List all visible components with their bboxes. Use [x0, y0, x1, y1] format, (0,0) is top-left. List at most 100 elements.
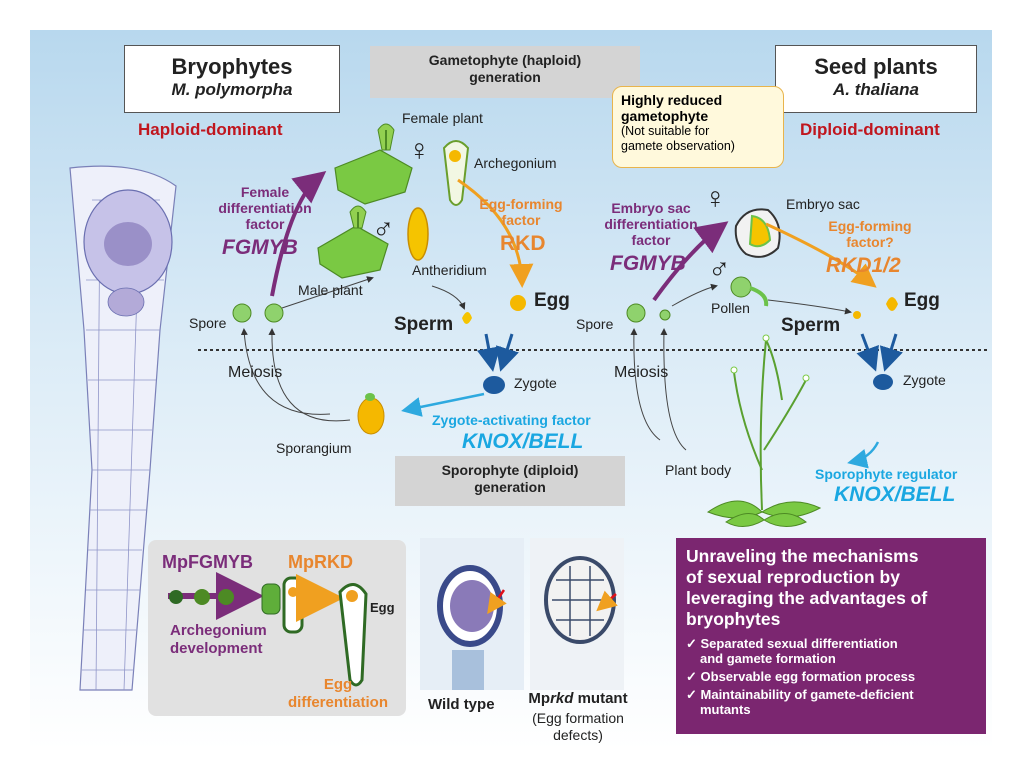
male-symbol-right: ♂ — [708, 252, 731, 285]
gametophyte-line1: Gametophyte (haploid) — [428, 52, 582, 68]
sperm-left-illustration — [462, 312, 472, 324]
archegonium-development-label: Archegonium development — [170, 622, 267, 658]
legend-egg-label: Egg — [370, 600, 395, 615]
egg-label-right: Egg — [904, 290, 940, 311]
fgmyb-gene-left: FGMYB — [222, 236, 298, 259]
summary-bullet-3: ✓ Maintainability of gamete-deficient mu… — [686, 687, 976, 717]
female-symbol-left: ♀ — [408, 134, 431, 167]
mutant-suffix: mutant — [573, 690, 628, 707]
knox-bell-gene-left: KNOX/BELL — [462, 430, 584, 453]
spore-right-1 — [626, 303, 646, 323]
female-factor-line3: factor — [245, 216, 285, 232]
summary-title-line4: bryophytes — [686, 609, 781, 629]
meiosis-label-right: Meiosis — [614, 364, 669, 381]
embryo-factor-line2: differentiation — [604, 216, 698, 232]
egg-diff-line1: Egg — [323, 676, 353, 693]
callout-line2: gametophyte — [621, 108, 709, 124]
mutant-note-line1: (Egg formation — [532, 710, 624, 726]
archegonium-micrograph — [69, 165, 177, 691]
rkd12-gene-right: RKD1/2 — [826, 254, 901, 277]
spore-right-2 — [659, 309, 671, 321]
mutant-micrograph — [530, 538, 624, 690]
female-symbol-right: ♀ — [704, 182, 727, 215]
bryophytes-title: Bryophytes — [171, 54, 293, 79]
embryo-sac-label: Embryo sac — [786, 196, 860, 212]
pollen-illustration — [730, 276, 769, 307]
spore-to-male-arrow — [281, 276, 374, 309]
bullet-1-line2: and gamete formation — [700, 651, 836, 666]
antheridium-illustration — [407, 207, 429, 261]
male-plant-illustration — [317, 205, 389, 279]
sporophyte-line1: Sporophyte (diploid) — [441, 462, 579, 478]
egg-right-illustration — [886, 297, 898, 311]
summary-bullet-1: ✓ Separated sexual differentiation and g… — [686, 636, 976, 666]
sporangium-label: Sporangium — [276, 440, 352, 456]
fusion-arrow-right-2 — [879, 333, 903, 372]
pollen-label: Pollen — [711, 300, 750, 316]
zygote-to-sporangium-arrow — [401, 392, 485, 417]
mpfgmyb-label: MpFGMYB — [162, 552, 253, 572]
seed-plants-title: Seed plants — [814, 54, 938, 79]
meiosis-arrow-right-1 — [630, 328, 661, 441]
mutant-note-line2: defects) — [553, 727, 603, 743]
arabidopsis-plant-illustration — [706, 334, 822, 527]
bryophytes-species: M. polymorpha — [171, 80, 293, 99]
callout-line4: gamete observation) — [621, 139, 735, 153]
egg-factor-right-line1: Egg-forming — [828, 218, 912, 234]
female-plant-illustration — [334, 123, 413, 205]
embryo-factor-line3: factor — [631, 232, 671, 248]
sperm-label-right: Sperm — [781, 315, 841, 336]
seed-plants-title-box: Seed plants A. thaliana — [775, 45, 977, 113]
zygote-to-plant-arrow — [847, 441, 880, 469]
sporophyte-regulator-label: Sporophyte regulator — [815, 466, 958, 482]
mutant-gene: rkd — [550, 690, 574, 707]
antheridium-to-sperm-arrow — [431, 285, 466, 310]
female-factor-line2: differentiation — [218, 200, 312, 216]
sporangium-illustration — [357, 393, 385, 435]
wild-type-caption: Wild type — [428, 696, 495, 713]
haploid-dominant-label: Haploid-dominant — [138, 120, 283, 139]
egg-left-illustration — [510, 295, 526, 311]
sporophyte-generation-box: Sporophyte (diploid) generation — [395, 456, 625, 506]
egg-diff-line2: differentiation — [288, 694, 388, 711]
mutant-caption: Mprkd mutant — [524, 690, 632, 707]
fgmyb-gene-right: FGMYB — [610, 252, 686, 275]
reduced-gametophyte-callout: Highly reduced gametophyte (Not suitable… — [612, 86, 784, 168]
summary-title-line3: leveraging the advantages of — [686, 588, 928, 608]
bryophytes-title-box: Bryophytes M. polymorpha — [124, 45, 340, 113]
summary-title-line1: Unraveling the mechanisms — [686, 546, 919, 566]
egg-differentiation-label: Egg differentiation — [268, 676, 408, 712]
callout-line3: (Not suitable for — [621, 124, 710, 138]
pollen-to-sperm-arrow — [767, 299, 852, 315]
meiosis-arrow-left-1 — [240, 328, 331, 415]
check-icon: ✓ — [686, 636, 701, 651]
female-plant-label: Female plant — [402, 110, 483, 126]
bullet-1-line1: Separated sexual differentiation — [700, 636, 898, 651]
check-icon: ✓ — [686, 687, 701, 702]
zygote-activating-factor-label: Zygote-activating factor — [432, 412, 591, 428]
diploid-dominant-label: Diploid-dominant — [800, 120, 940, 139]
zygote-label-left: Zygote — [514, 375, 557, 391]
zygote-label-right: Zygote — [903, 372, 946, 388]
spore-left-1 — [232, 303, 252, 323]
mprkd-label: MpRKD — [288, 552, 353, 572]
antheridium-label: Antheridium — [412, 262, 487, 278]
spore-label-left: Spore — [189, 315, 227, 331]
spore-left-2 — [264, 303, 284, 323]
meiosis-arrow-left-2 — [268, 328, 351, 422]
egg-forming-arrow-left — [457, 178, 534, 288]
arch-dev-line1: Archegonium — [170, 622, 267, 639]
female-differentiation-factor: Female differentiation factor — [200, 184, 330, 232]
callout-line1: Highly reduced — [621, 92, 723, 108]
male-plant-label: Male plant — [298, 282, 363, 298]
check-icon: ✓ — [686, 669, 701, 684]
fusion-arrow-left-1 — [476, 333, 501, 372]
egg-forming-arrow-right — [765, 222, 877, 288]
rkd-gene-left: RKD — [500, 232, 546, 255]
mutant-note: (Egg formation defects) — [524, 710, 632, 744]
embryo-sac-differentiation-factor: Embryo sac differentiation factor — [588, 200, 714, 248]
sperm-label-left: Sperm — [394, 314, 454, 335]
zygote-right-illustration — [873, 374, 893, 390]
